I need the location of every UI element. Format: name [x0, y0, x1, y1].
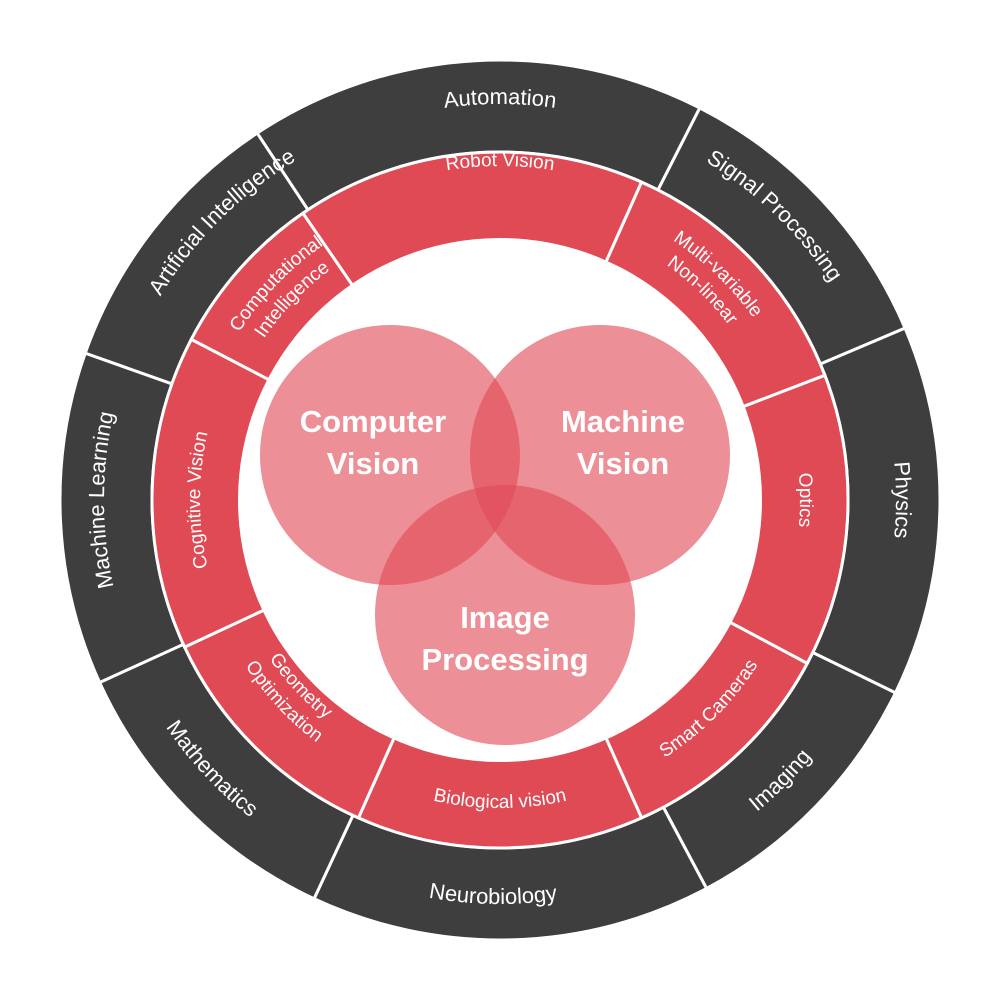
inner-label-optics: Optics: [794, 472, 816, 528]
venn-label-line: Computer: [300, 404, 446, 439]
venn-circle-image-processing: [375, 485, 635, 745]
venn-label-line: Processing: [421, 642, 588, 677]
venn-label-line: Image: [460, 600, 550, 635]
outer-label-automation: Automation: [442, 84, 558, 113]
inner-label-text: Optics: [794, 472, 816, 528]
venn-label-line: Vision: [327, 446, 419, 481]
venn-label-line: Machine: [561, 404, 685, 439]
outer-label-text: Automation: [442, 84, 558, 113]
inner-ring: Robot VisionMulti-variableNon-linearOpti…: [150, 150, 850, 850]
venn-label-line: Vision: [577, 446, 669, 481]
